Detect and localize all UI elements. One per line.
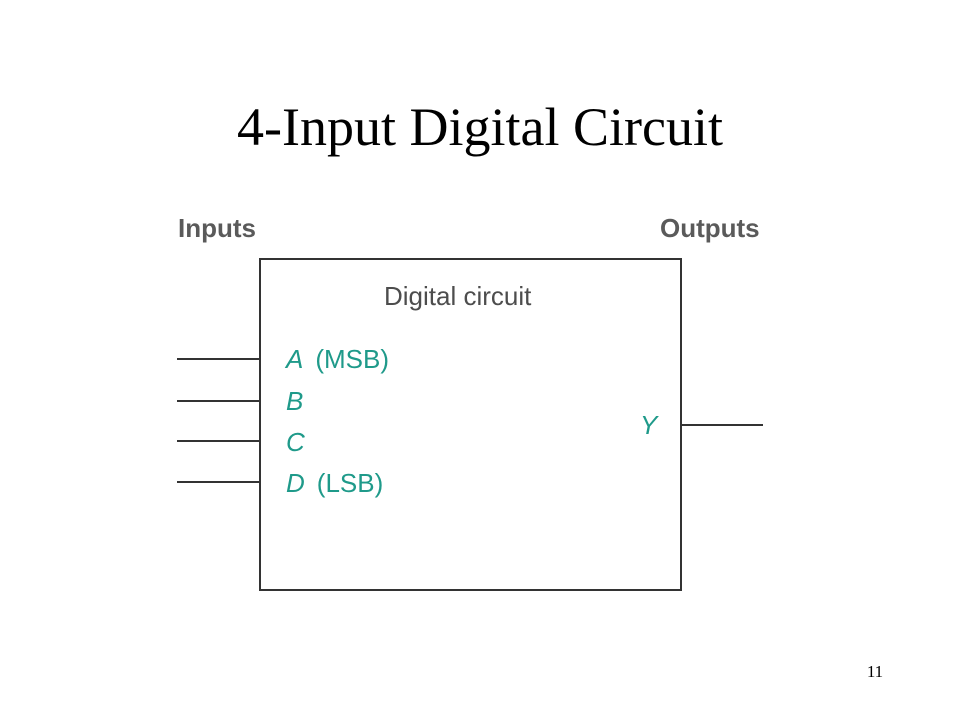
input-var-d: D	[286, 468, 305, 498]
input-label-d: D (LSB)	[286, 468, 383, 498]
input-var-a: A	[284, 344, 303, 374]
circuit-box-title: Digital circuit	[384, 281, 532, 311]
input-label-a: A (MSB)	[284, 344, 389, 374]
output-var-y: Y	[640, 410, 659, 440]
input-note-a: (MSB)	[315, 344, 389, 374]
inputs-heading: Inputs	[178, 213, 256, 243]
outputs-heading: Outputs	[660, 213, 760, 243]
input-label-c: C	[286, 427, 305, 457]
page-number: 11	[866, 662, 884, 681]
input-note-d: (LSB)	[317, 468, 383, 498]
slide-title: 4-Input Digital Circuit	[237, 97, 723, 157]
input-var-c: C	[286, 427, 305, 457]
input-label-b: B	[286, 386, 303, 416]
input-var-b: B	[286, 386, 303, 416]
